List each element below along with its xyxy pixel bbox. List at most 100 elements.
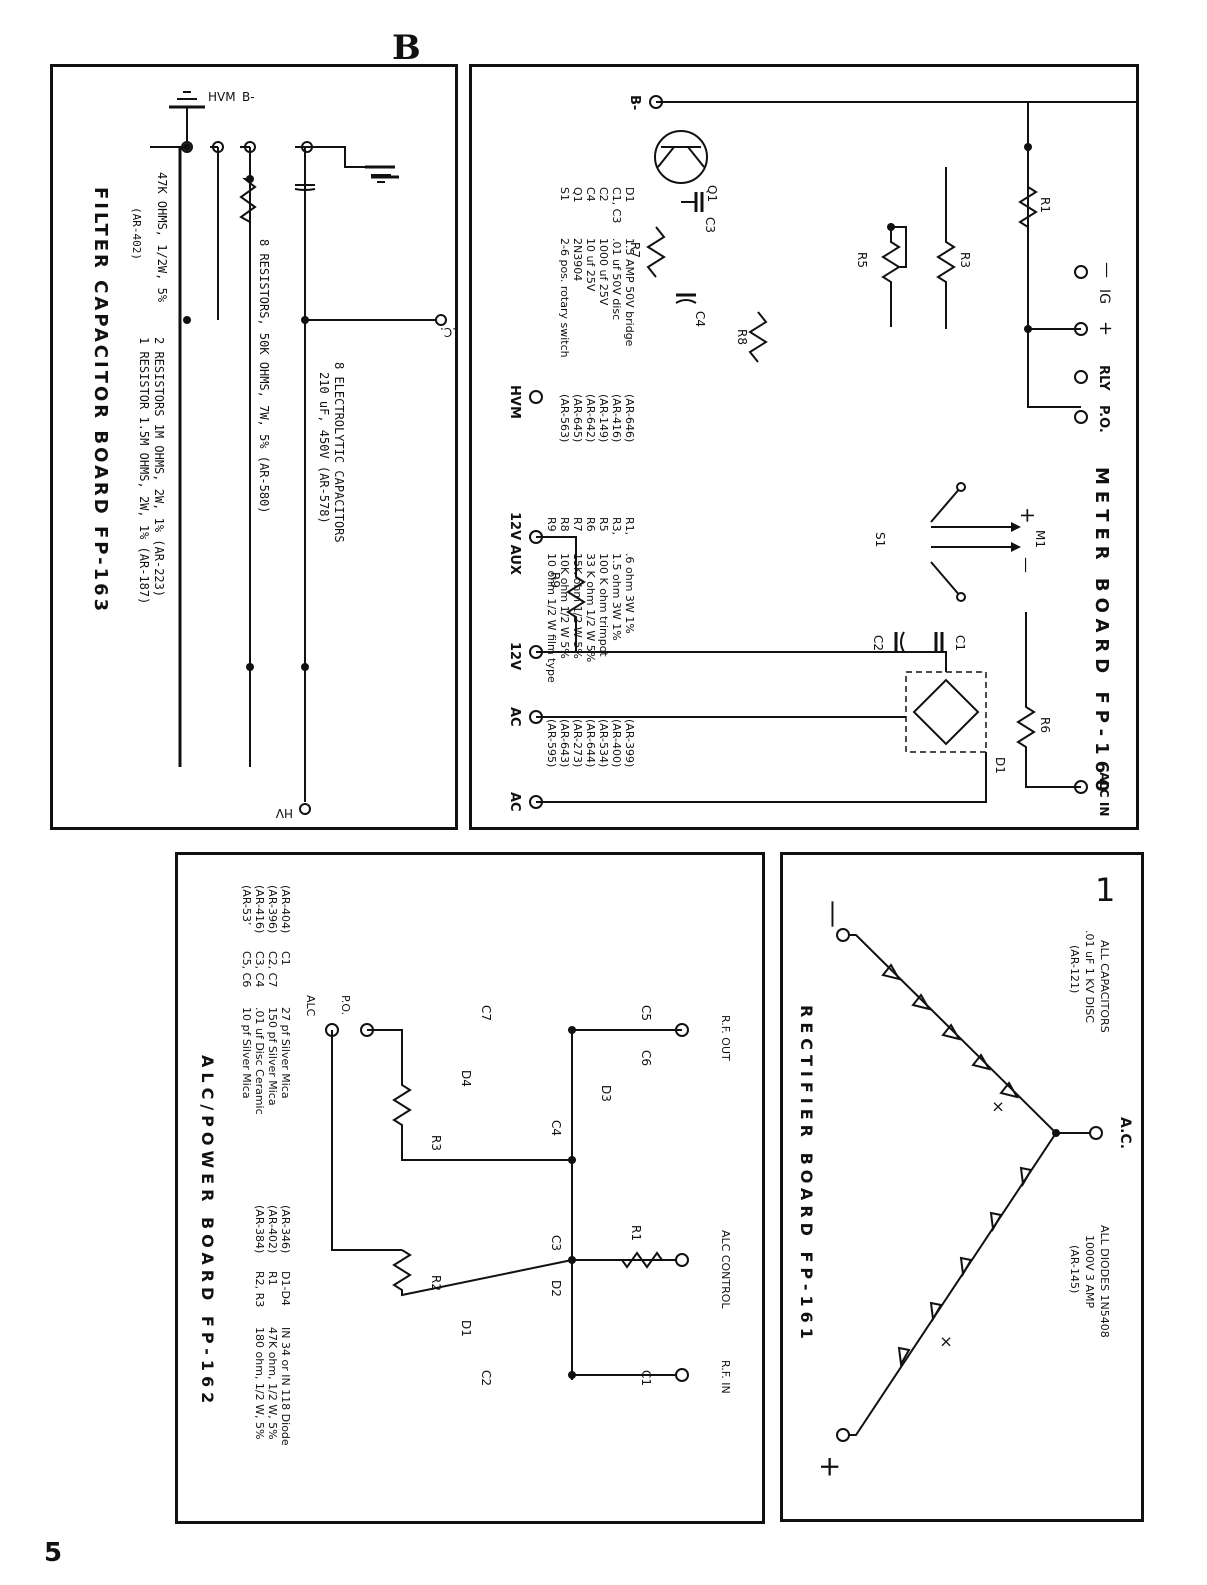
filter-board-title: FILTER CAPACITOR BOARD FP-163 <box>90 187 111 614</box>
meter-part-ref: D1 <box>623 187 636 203</box>
meter-part-desc: .6 ohm 3W 1% <box>623 553 636 634</box>
label-c7: C7 <box>479 1005 493 1021</box>
svg-text:ALC CONTROL: ALC CONTROL <box>719 1230 732 1309</box>
label-c5: C5 <box>639 1005 653 1021</box>
svg-text:C1: C1 <box>953 635 967 651</box>
alc-power-board: R.F. OUT ALC CONTROL R.F. IN P.O. ALC <box>175 852 765 1524</box>
meter-part-desc: 1.5 AMP 50V bridge <box>623 238 636 347</box>
terminal-ac[interactable] <box>435 314 447 326</box>
alc-board-title: ALC/POWER BOARD FP-162 <box>198 1055 217 1408</box>
svg-text:—: — <box>818 900 851 928</box>
rectifier-terminal-minus[interactable]: — <box>818 900 851 942</box>
svg-text:—: — <box>1098 262 1117 278</box>
svg-text:—: — <box>1017 557 1036 573</box>
meter-part-ref: R8 <box>558 517 571 532</box>
svg-text:D1: D1 <box>993 757 1007 774</box>
label-d1: D1 <box>459 1320 473 1337</box>
svg-text:P.O.: P.O. <box>339 995 352 1015</box>
meter-part-ref: C1, C3 <box>610 187 623 224</box>
alc-part-ref: C2, C7 <box>266 951 279 988</box>
rect-diode-note-2: 1000V 3 AMP <box>1083 1235 1096 1309</box>
terminal-b-minus[interactable]: B- <box>242 90 256 153</box>
divider-note-2: 1 RESISTOR 1.5M OHMS, 2W, 1% (AR-187) <box>137 337 151 604</box>
rect-cap-note-3: (AR-121) <box>1068 945 1081 993</box>
alc-terminal-alc-control[interactable]: ALC CONTROL <box>675 1230 732 1309</box>
alc-terminal-alc[interactable]: ALC <box>304 995 339 1037</box>
meter-terminal-ig-plus[interactable]: + <box>1074 321 1116 336</box>
svg-text:12V AUX: 12V AUX <box>507 512 522 575</box>
meter-part-part: (AR-645) <box>571 394 584 443</box>
rectifier-terminal-ac[interactable]: A.C. <box>1089 1117 1133 1149</box>
meter-part-desc: 10 ohm 1/2 W film type <box>545 553 558 683</box>
alc-part-desc: IN 34 or IN 118 Diode <box>279 1327 292 1446</box>
label-c4: C4 <box>549 1120 563 1136</box>
meter-terminal-alc-in[interactable]: ALC IN <box>1074 772 1111 816</box>
label-c3: C3 <box>549 1235 563 1251</box>
meter-terminal-hvm[interactable]: HVM <box>507 385 543 419</box>
svg-text:C4: C4 <box>693 311 707 327</box>
label-r3: R3 <box>429 1135 443 1151</box>
terminal-hv[interactable] <box>299 803 311 815</box>
meter-parts-right-list: R1,.6 ohm 3W 1%(AR-399)R3,1.5 ohm 3W 1%(… <box>545 517 636 817</box>
meter-part-part: (AR-646) <box>623 394 636 443</box>
meter-part-ref: S1 <box>558 187 571 201</box>
meter-part-desc: 33 K ohm 1/2 W 5% <box>584 553 597 663</box>
meter-part-desc: 100 K ohm trimpot <box>597 553 610 657</box>
meter-part-part: (AR-642) <box>584 394 597 443</box>
meter-terminal-ig-minus[interactable]: — <box>1074 262 1117 279</box>
meter-part-part: (AR-416) <box>610 394 623 443</box>
alc-terminal-rf-in[interactable]: R.F. IN <box>675 1360 732 1394</box>
alc-part-desc: 180 ohm, 1/2 W, 5% <box>253 1327 266 1440</box>
meter-part-part: (AR-149) <box>597 394 610 443</box>
svg-text:A.C.: A.C. <box>440 325 455 339</box>
meter-terminal-rly[interactable]: RLY <box>1074 365 1111 391</box>
svg-text:B-: B- <box>242 90 255 104</box>
svg-text:AC: AC <box>507 792 522 812</box>
alc-terminal-po[interactable]: P.O. <box>339 995 374 1037</box>
meter-terminal-po[interactable]: P.O. <box>1074 405 1111 433</box>
label-d3: D3 <box>599 1085 613 1102</box>
label-c6: C6 <box>639 1050 653 1066</box>
capacitor-c3: C3 <box>681 192 717 233</box>
svg-text:R.F. IN: R.F. IN <box>719 1360 732 1394</box>
alc-part-part: (AR-402) <box>266 1205 279 1254</box>
svg-text:Q1: Q1 <box>705 185 719 202</box>
label-r8: R8 <box>735 329 749 345</box>
filter-capacitor-board: HVM B- <box>50 64 464 830</box>
svg-text:HVM: HVM <box>208 90 236 104</box>
meter-terminal-12v-aux[interactable]: 12V AUX <box>507 512 543 575</box>
meter-part-row: D1 1.5 AMP 50V bridge (AR-646) <box>623 187 636 487</box>
switch-s1[interactable]: S1 <box>873 482 966 602</box>
alc-part-part: (AR-53’ <box>240 885 253 926</box>
meter-part-ref: R7 <box>571 517 584 532</box>
svg-text:+: + <box>1095 321 1116 336</box>
label-r1: R1 <box>1038 197 1052 213</box>
alc-part-desc: 27 pf Silver Mica <box>279 1007 292 1099</box>
r47k-note-1: 47K OHMS, 1/2W, 5% <box>155 172 169 303</box>
alc-part-desc: 150 pf Silver Mica <box>266 1007 279 1106</box>
label-d4: D4 <box>459 1070 473 1087</box>
rectifier-terminal-plus[interactable]: + <box>814 1428 850 1478</box>
alc-part-row: (AR-416)C3, C4.01 uf Disc Ceramic <box>253 885 266 1195</box>
alc-part-desc: 10 pf Silver Mica <box>240 1007 253 1099</box>
svg-text:RLY: RLY <box>1096 365 1111 391</box>
rect-cap-note-1: ALL CAPACITORS <box>1098 940 1111 1033</box>
label-r5: R5 <box>855 252 869 268</box>
alc-terminal-rf-out[interactable]: R.F. OUT <box>675 1015 732 1061</box>
svg-text:12V: 12V <box>507 642 522 670</box>
meter-part-desc: 10K ohm 1/2 W 5% <box>558 553 571 659</box>
capacitor-c1: C1 <box>934 632 967 652</box>
svg-text:A.C.: A.C. <box>1117 1117 1133 1149</box>
terminal-hvm[interactable]: HVM <box>208 90 236 153</box>
meter-part-desc: 2-6 pos. rotary switch <box>558 238 571 358</box>
